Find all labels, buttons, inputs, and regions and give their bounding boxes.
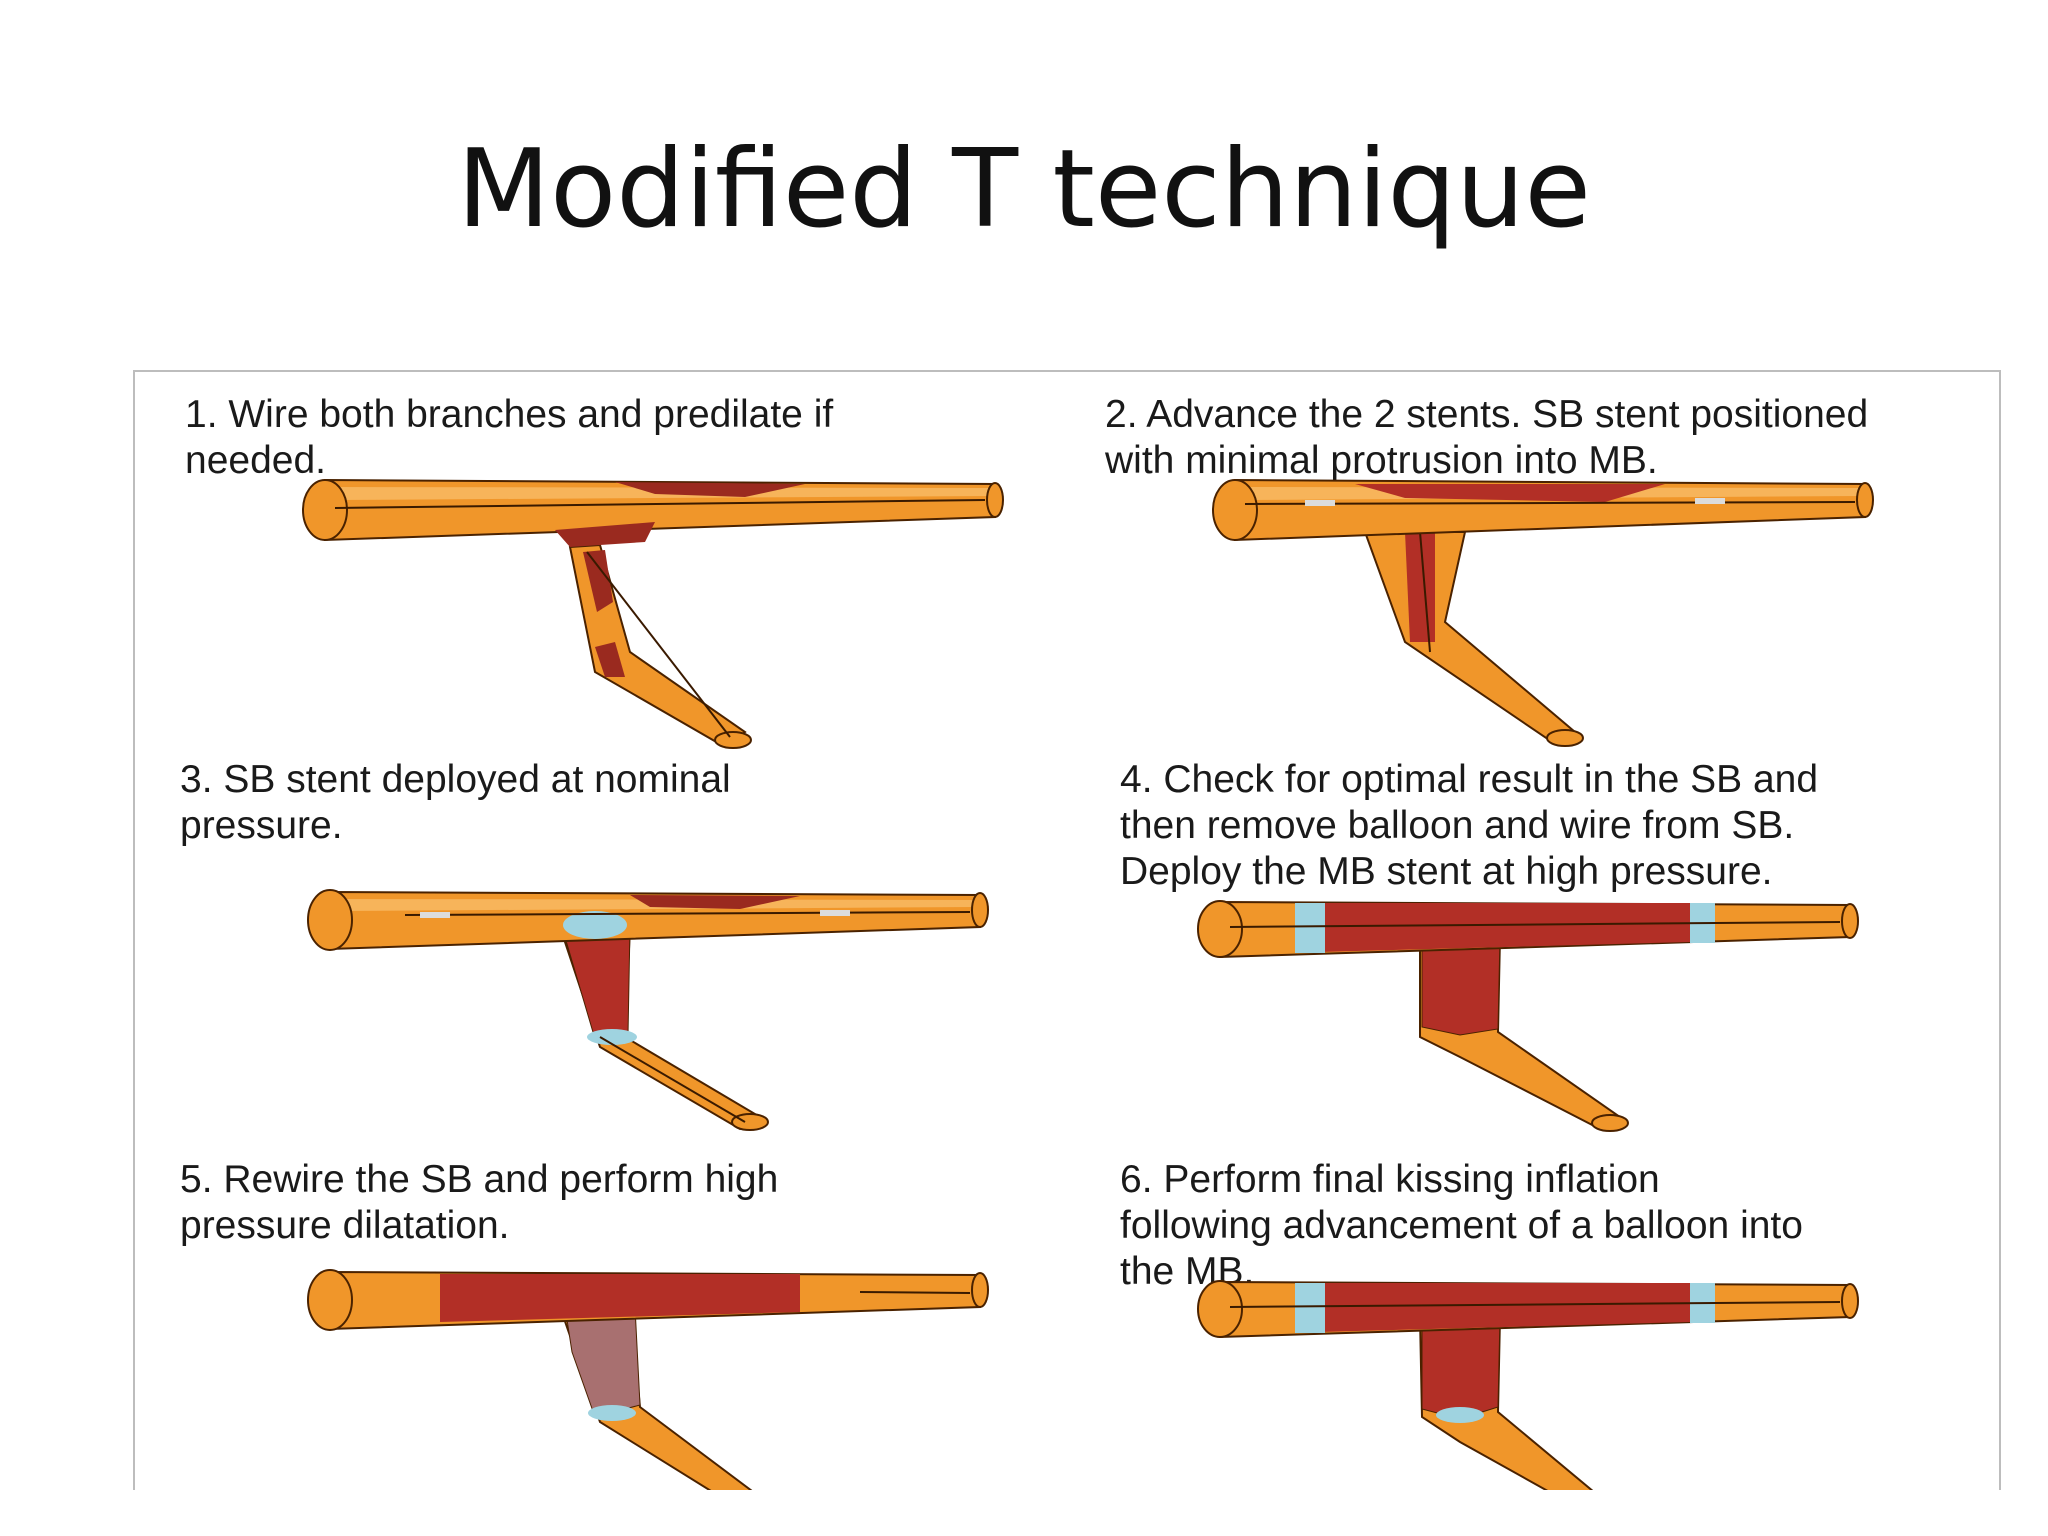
main-branch-vessel xyxy=(1197,900,1859,959)
step-1-panel: 1. Wire both branches and predilate if n… xyxy=(185,392,1085,782)
figure-frame: 1. Wire both branches and predilate if n… xyxy=(133,370,2001,1490)
step-6-caption: 6. Perform final kissing inflation follo… xyxy=(1120,1158,1803,1293)
step-2-panel: 2. Advance the 2 stents. SB stent positi… xyxy=(1105,392,1999,782)
main-branch-vessel xyxy=(307,1269,989,1331)
step-2-caption: 2. Advance the 2 stents. SB stent positi… xyxy=(1105,393,1869,482)
step-5-illustration xyxy=(307,1269,989,1490)
side-branch-vessel xyxy=(558,926,769,1131)
side-branch-vessel xyxy=(1363,531,1584,747)
step-5-panel: 5. Rewire the SB and perform high pressu… xyxy=(180,1157,1080,1490)
step-4-panel: 4. Check for optimal result in the SB an… xyxy=(1120,757,1999,1147)
step-3-illustration xyxy=(307,889,989,1131)
main-branch-vessel xyxy=(302,478,1004,547)
step-6-illustration xyxy=(1197,1280,1859,1490)
slide-title: Modified T technique xyxy=(457,127,1591,252)
side-branch-vessel xyxy=(1419,936,1629,1132)
main-branch-vessel xyxy=(307,889,989,951)
step-4-illustration xyxy=(1197,900,1859,1132)
step-2-illustration xyxy=(1212,478,1874,747)
step-1-caption: 1. Wire both branches and predilate if n… xyxy=(185,393,834,482)
step-6-panel: 6. Perform final kissing inflation follo… xyxy=(1120,1157,1999,1490)
main-branch-vessel xyxy=(1212,478,1874,542)
step-3-panel: 3. SB stent deployed at nominal pressure… xyxy=(180,757,1080,1147)
side-branch-vessel xyxy=(568,543,752,749)
main-branch-vessel xyxy=(1197,1280,1859,1339)
side-branch-vessel xyxy=(1418,1316,1594,1490)
step-5-caption: 5. Rewire the SB and perform high pressu… xyxy=(180,1158,779,1247)
step-3-caption: 3. SB stent deployed at nominal pressure… xyxy=(180,758,731,847)
step-4-caption: 4. Check for optimal result in the SB an… xyxy=(1120,758,1819,893)
step-1-illustration xyxy=(302,478,1004,749)
